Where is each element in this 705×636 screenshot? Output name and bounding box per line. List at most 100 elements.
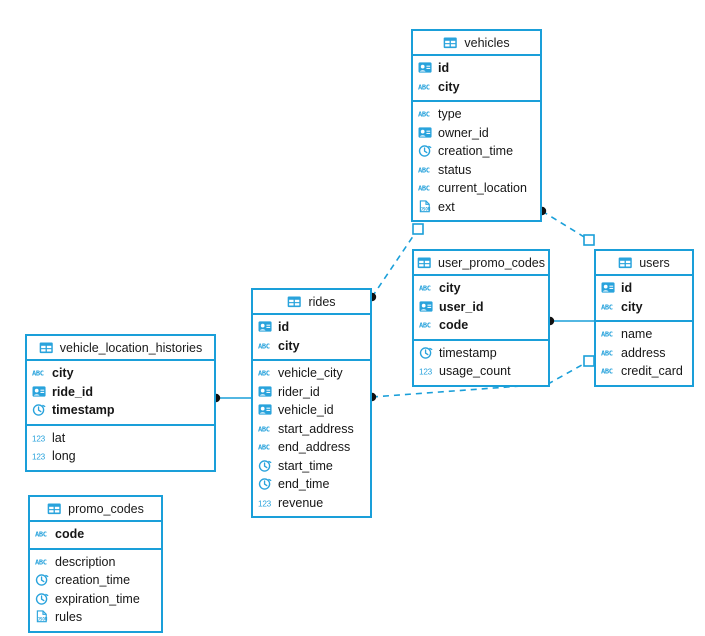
123-number-icon: 123 [258, 499, 272, 508]
field-label-credit_card: credit_card [621, 364, 683, 378]
field-label-start_address: start_address [278, 421, 354, 436]
field-row-rides-vehicle_id[interactable]: vehicle_id [253, 401, 370, 420]
field-label-timestamp: timestamp [52, 403, 115, 417]
field-row-user_promo_codes-user_id[interactable]: user_id [414, 298, 548, 317]
field-row-user_promo_codes-timestamp[interactable]: timestamp [414, 344, 548, 363]
entity-header-users[interactable]: users [596, 251, 692, 276]
entity-title-users: users [639, 255, 670, 270]
abc-string-icon: ABC [601, 302, 613, 311]
svg-text:ABC: ABC [419, 321, 431, 330]
svg-text:123: 123 [32, 453, 46, 462]
field-label-city: city [621, 299, 643, 314]
field-row-vehicles-creation_time[interactable]: creation_time [413, 142, 540, 161]
clock-timestamp-icon [258, 460, 272, 472]
field-row-users-city[interactable]: ABC city [596, 298, 692, 317]
field-label-status: status [438, 162, 472, 177]
field-label-long: long [52, 449, 76, 463]
entity-header-vehicles[interactable]: vehicles [413, 31, 540, 56]
field-label-current_location: current_location [438, 181, 527, 195]
field-label-lat: lat [52, 430, 66, 445]
relationship-line [541, 210, 590, 241]
entity-title-user_promo_codes: user_promo_codes [438, 255, 546, 270]
field-row-rides-start_time[interactable]: start_time [253, 457, 370, 476]
svg-text:ABC: ABC [258, 341, 270, 350]
relationship-rel-vlh-rides[interactable] [211, 393, 251, 403]
clock-timestamp-icon [32, 404, 46, 416]
entity-header-rides[interactable]: rides [253, 290, 370, 315]
abc-string-icon: ABC [258, 369, 270, 378]
svg-text:ABC: ABC [35, 557, 47, 566]
field-row-vehicles-id[interactable]: id [413, 59, 540, 78]
json-icon: JSON [36, 610, 48, 623]
entity-header-promo_codes[interactable]: promo_codes [30, 497, 161, 522]
field-label-vehicle_id: vehicle_id [278, 403, 334, 417]
clock-timestamp-icon [258, 478, 272, 490]
field-row-promo_codes-creation_time[interactable]: creation_time [30, 571, 161, 590]
table-icon [444, 37, 458, 48]
field-label-code: code [55, 527, 85, 541]
field-label-city: city [52, 366, 74, 380]
abc-string-icon: ABC [258, 341, 270, 350]
table-icon [288, 296, 302, 307]
field-label-revenue: revenue [278, 495, 324, 510]
uuid-id-icon [601, 282, 615, 293]
relationship-rel-vehicles-users[interactable] [537, 206, 595, 246]
abc-string-icon: ABC [418, 184, 430, 193]
field-row-users-id[interactable]: id [596, 279, 692, 298]
abc-string-icon: ABC [419, 284, 431, 293]
svg-text:ABC: ABC [258, 369, 270, 378]
field-row-vehicle_location_histories-long[interactable]: 123 long [27, 447, 214, 466]
svg-text:ABC: ABC [35, 530, 47, 539]
entity-header-vehicle_location_histories[interactable]: vehicle_location_histories [27, 336, 214, 361]
clock-timestamp-icon [35, 574, 49, 586]
field-row-rides-end_time[interactable]: end_time [253, 475, 370, 494]
relationship-rel-upc-users[interactable] [545, 316, 594, 326]
field-row-promo_codes-code[interactable]: ABC code [30, 525, 161, 544]
entity-header-user_promo_codes[interactable]: user_promo_codes [414, 251, 548, 276]
field-row-vehicle_location_histories-ride_id[interactable]: ride_id [27, 383, 214, 402]
field-label-address: address [621, 345, 666, 360]
svg-text:ABC: ABC [601, 330, 613, 339]
abc-string-icon: ABC [35, 530, 47, 539]
svg-text:ABC: ABC [418, 110, 430, 119]
field-row-rides-rider_id[interactable]: rider_id [253, 383, 370, 402]
field-label-id: id [278, 320, 290, 334]
uuid-id-icon [258, 404, 272, 415]
field-row-promo_codes-expiration_time[interactable]: expiration_time [30, 590, 161, 609]
abc-string-icon: ABC [418, 110, 430, 119]
field-label-start_time: start_time [278, 458, 333, 473]
field-row-rides-revenue[interactable]: 123 revenue [253, 494, 370, 513]
field-label-expiration_time: expiration_time [55, 591, 140, 606]
field-row-rides-id[interactable]: id [253, 318, 370, 337]
field-row-vehicles-owner_id[interactable]: owner_id [413, 124, 540, 143]
entity-title-vehicles: vehicles [464, 35, 510, 50]
field-label-id: id [621, 281, 633, 295]
field-row-vehicles-current_location[interactable]: ABC current_location [413, 179, 540, 198]
field-row-vehicle_location_histories-timestamp[interactable]: timestamp [27, 401, 214, 420]
